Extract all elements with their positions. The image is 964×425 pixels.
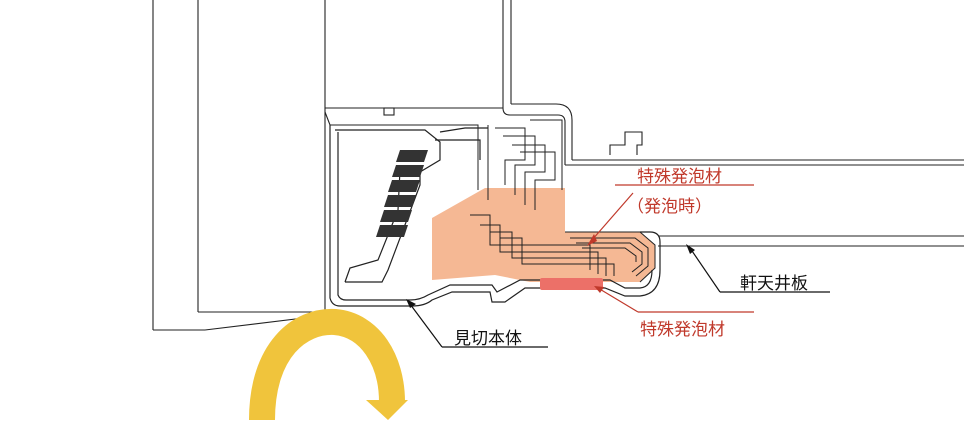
label-trim-body: 見切本体 bbox=[454, 329, 522, 349]
expanded-foam-region bbox=[432, 188, 655, 282]
label-foam-expanded-note: （発泡時） bbox=[627, 197, 712, 217]
soffit-board bbox=[658, 235, 964, 247]
label-foam-normal: 特殊発泡材 bbox=[640, 320, 725, 340]
label-foam-expanded: 特殊発泡材 bbox=[637, 167, 722, 187]
foam-strip bbox=[540, 278, 603, 290]
leader-lines bbox=[406, 184, 830, 348]
label-soffit-board: 軒天井板 bbox=[740, 274, 808, 294]
wall bbox=[152, 0, 326, 331]
opening-arrow bbox=[249, 308, 408, 421]
trim-inner-profiles bbox=[430, 119, 656, 283]
upper-frame bbox=[324, 0, 964, 166]
vent-slats bbox=[376, 150, 428, 237]
